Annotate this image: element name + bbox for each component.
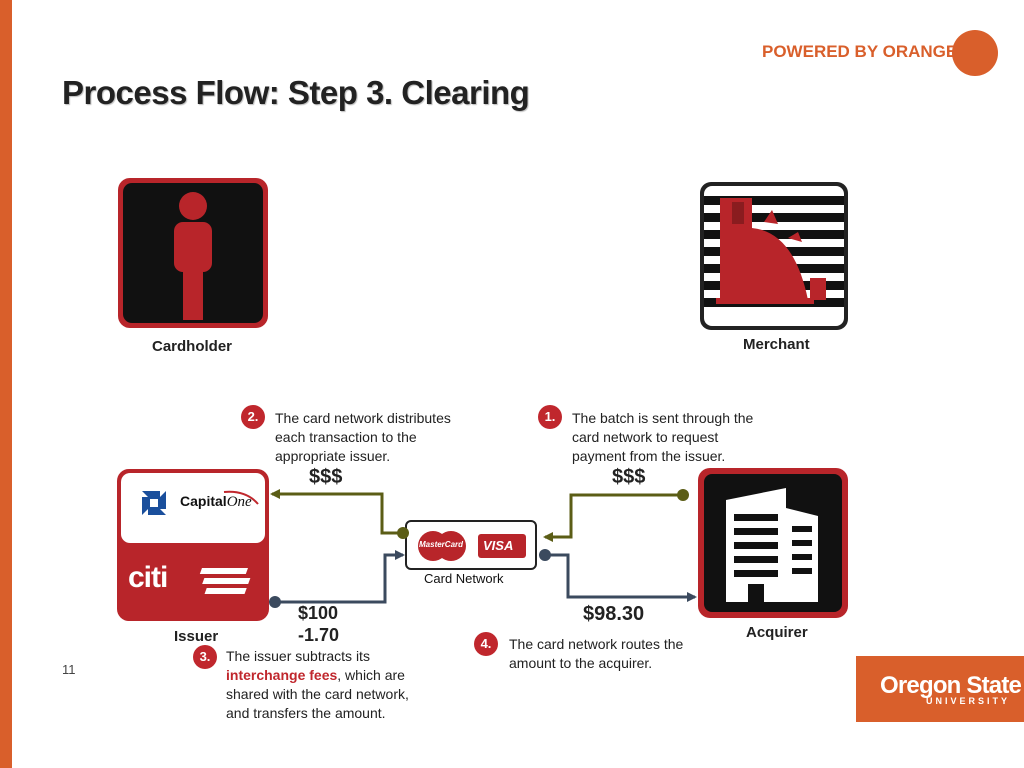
slide-title: Process Flow: Step 3. Clearing: [62, 74, 530, 111]
osu-logo-name: Oregon State: [880, 672, 1022, 699]
osu-logo-box: [856, 656, 1024, 722]
arrow-merchant-to-network-start: [677, 489, 689, 501]
card-network-logos: [405, 520, 537, 570]
issuer-bank-logos: [117, 469, 269, 621]
orange-circle-icon: [952, 30, 998, 76]
issuer-label: Issuer: [174, 628, 219, 645]
amount-fee: -1.70: [298, 625, 340, 645]
card-network-label: Card Network: [424, 571, 504, 586]
arrow-issuer-to-network: [275, 550, 405, 604]
acquirer-label: Acquirer: [746, 624, 808, 641]
interchange-fees-emphasis: interchange fees: [226, 667, 338, 683]
acquirer-building-icon: [698, 468, 848, 618]
capital-one-logo-text: CapitalOne: [180, 493, 252, 510]
amount-net: $98.30: [583, 603, 645, 625]
arrow-network-to-issuer-start: [397, 527, 409, 539]
left-accent-bar: [0, 0, 12, 768]
arrow-network-to-acquirer-start: [539, 549, 551, 561]
powered-by-orange-label: POWERED BY ORANGE: [762, 42, 958, 61]
merchant-label: Merchant: [743, 336, 810, 353]
cardholder-label: Cardholder: [152, 338, 233, 355]
amount-to-network: $$$: [612, 466, 646, 488]
step-3-text: The issuer subtracts its interchange fee…: [226, 648, 409, 721]
cardholder-icon: [118, 178, 268, 328]
merchant-cash-register-icon: [700, 182, 848, 330]
visa-logo-text: VISA: [483, 538, 514, 553]
amount-gross: $100: [298, 603, 339, 623]
arrow-network-to-issuer: [270, 489, 403, 535]
step-3-badge: 3.: [193, 645, 217, 669]
amount-to-issuer: $$$: [309, 466, 343, 488]
step-2-badge: 2.: [241, 405, 265, 429]
step-4-text: The card network routes the amount to th…: [509, 636, 684, 671]
arrow-network-to-acquirer: [545, 553, 697, 602]
osu-logo-subtitle: UNIVERSITY: [926, 696, 1011, 706]
step-1-text: The batch is sent through the card netwo…: [572, 410, 754, 464]
mastercard-logo-text: MasterCard: [419, 540, 464, 549]
page-number: 11: [62, 662, 76, 677]
step-2-text: The card network distributes each transa…: [275, 410, 451, 464]
arrow-issuer-to-network-start: [269, 596, 281, 608]
arrow-merchant-to-network: [543, 493, 683, 542]
step-1-badge: 1.: [538, 405, 562, 429]
step-4-badge: 4.: [474, 632, 498, 656]
citi-logo-text: citi: [128, 561, 168, 594]
